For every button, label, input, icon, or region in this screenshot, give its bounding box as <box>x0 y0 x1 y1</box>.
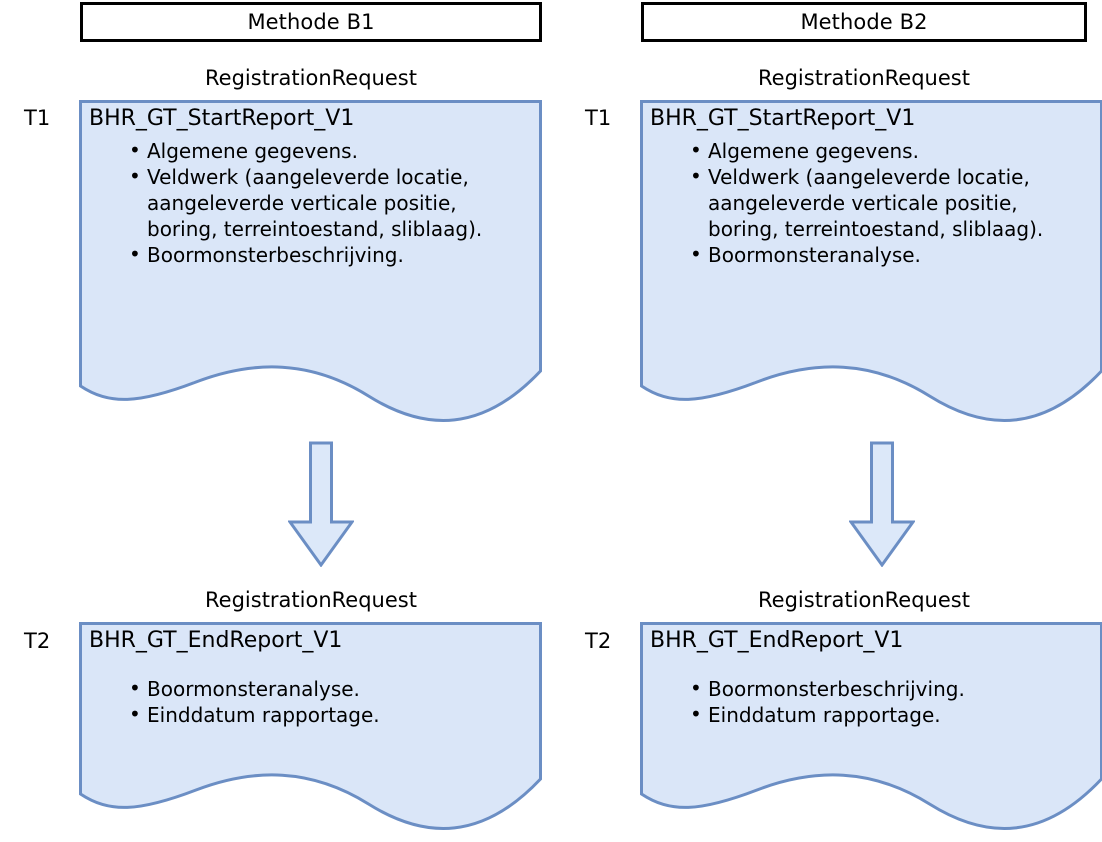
document-shape-b2-t2: BHR_GT_EndReport_V1 Boormonsterbeschrijv… <box>640 622 1102 840</box>
method-header-b2-label: Methode B2 <box>800 9 928 34</box>
down-arrow-icon <box>288 441 354 567</box>
time-label-b2-t1: T1 <box>585 108 611 129</box>
caption-b2-t1-label: RegistrationRequest <box>758 66 970 90</box>
list-item: Veldwerk (aangeleverde locatie, aangelev… <box>650 163 1093 242</box>
document-shape-b1-t1: BHR_GT_StartReport_V1 Algemene gegevens.… <box>79 100 542 432</box>
time-label-b1-t2-text: T2 <box>24 629 51 653</box>
caption-b1-t1-label: RegistrationRequest <box>205 66 417 90</box>
document-bullets-b2-t1: Algemene gegevens. Veldwerk (aangeleverd… <box>650 137 1093 268</box>
document-content-b1-t1: BHR_GT_StartReport_V1 Algemene gegevens.… <box>79 100 542 268</box>
caption-b1-t2: RegistrationRequest <box>80 590 542 611</box>
list-item: Einddatum rapportage. <box>650 701 1093 728</box>
down-arrow-icon <box>849 441 915 567</box>
document-title-b1-t1: BHR_GT_StartReport_V1 <box>89 106 355 131</box>
document-title-b1-t2: BHR_GT_EndReport_V1 <box>89 628 343 653</box>
list-item: Boormonsterbeschrijving. <box>650 675 1093 702</box>
document-title-b2-t2: BHR_GT_EndReport_V1 <box>650 628 904 653</box>
document-content-b1-t2: BHR_GT_EndReport_V1 Boormonsteranalyse. … <box>79 622 542 728</box>
document-shape-b1-t2: BHR_GT_EndReport_V1 Boormonsteranalyse. … <box>79 622 542 840</box>
document-shape-b2-t1: BHR_GT_StartReport_V1 Algemene gegevens.… <box>640 100 1102 432</box>
document-title-b2-t1: BHR_GT_StartReport_V1 <box>650 106 916 131</box>
caption-b2-t2-label: RegistrationRequest <box>758 588 970 612</box>
time-label-b1-t1: T1 <box>24 108 50 129</box>
document-bullets-b1-t2: Boormonsteranalyse. Einddatum rapportage… <box>89 675 532 728</box>
list-item: Veldwerk (aangeleverde locatie, aangelev… <box>89 163 532 242</box>
caption-b1-t1: RegistrationRequest <box>80 68 542 89</box>
list-item: Einddatum rapportage. <box>89 701 532 728</box>
list-item: Algemene gegevens. <box>650 137 1093 164</box>
time-label-b2-t2-text: T2 <box>585 629 612 653</box>
method-header-b1-label: Methode B1 <box>247 9 375 34</box>
time-label-b2-t2: T2 <box>585 631 611 652</box>
caption-b2-t2: RegistrationRequest <box>641 590 1087 611</box>
time-label-b1-t2: T2 <box>24 631 50 652</box>
list-item: Boormonsterbeschrijving. <box>89 241 532 268</box>
time-label-b1-t1-text: T1 <box>24 106 51 130</box>
down-arrow-b2 <box>849 441 915 567</box>
time-label-b2-t1-text: T1 <box>585 106 612 130</box>
down-arrow-b1 <box>288 441 354 567</box>
document-bullets-b1-t1: Algemene gegevens. Veldwerk (aangeleverd… <box>89 137 532 268</box>
method-header-b1: Methode B1 <box>80 2 542 42</box>
list-item: Boormonsteranalyse. <box>89 675 532 702</box>
caption-b1-t2-label: RegistrationRequest <box>205 588 417 612</box>
document-bullets-b2-t2: Boormonsterbeschrijving. Einddatum rappo… <box>650 675 1093 728</box>
document-content-b2-t2: BHR_GT_EndReport_V1 Boormonsterbeschrijv… <box>640 622 1102 728</box>
caption-b2-t1: RegistrationRequest <box>641 68 1087 89</box>
list-item: Algemene gegevens. <box>89 137 532 164</box>
list-item: Boormonsteranalyse. <box>650 241 1093 268</box>
document-content-b2-t1: BHR_GT_StartReport_V1 Algemene gegevens.… <box>640 100 1102 268</box>
method-header-b2: Methode B2 <box>641 2 1087 42</box>
